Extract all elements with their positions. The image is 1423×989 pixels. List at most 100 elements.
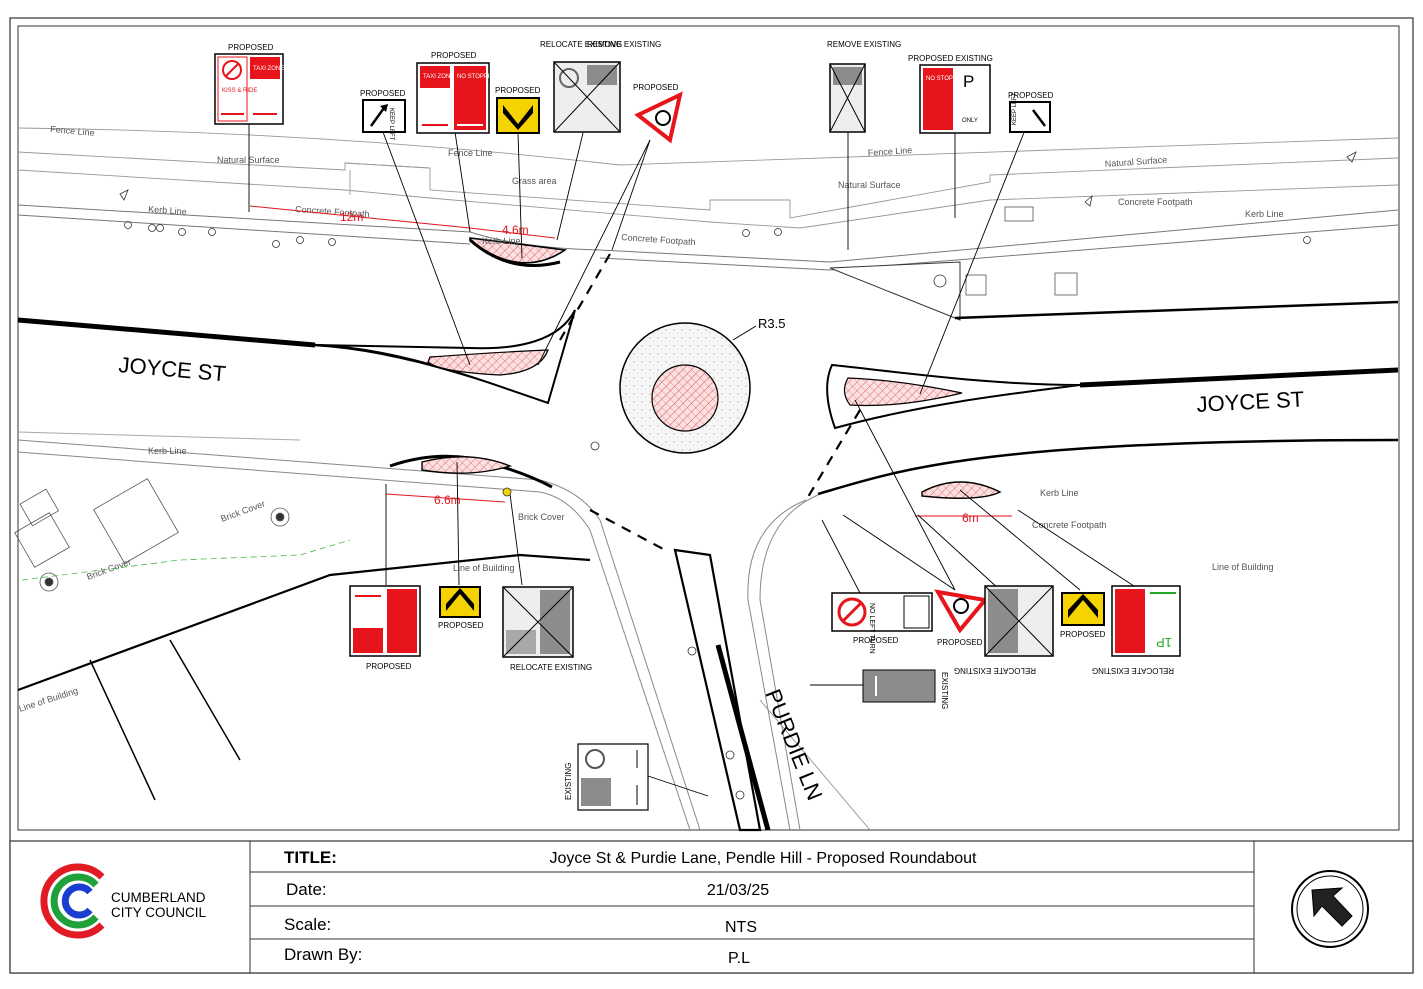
svg-text:EXISTING: EXISTING <box>564 763 573 800</box>
svg-text:PROPOSED: PROPOSED <box>853 636 899 645</box>
dimension-6-6m: 6.6m <box>385 493 506 507</box>
drawn-by-value: P.L <box>728 950 750 967</box>
fence-line-label-1: Fence Line <box>50 124 95 138</box>
sign-kiss-ride-taxi: PROPOSED KISS & RIDE TAXI ZONE <box>214 43 284 125</box>
kerb-line-label-5: Kerb Line <box>1040 488 1079 498</box>
svg-text:KEEP LEFT: KEEP LEFT <box>388 108 394 141</box>
council-name-line2: CITY COUNCIL <box>111 905 207 920</box>
svg-text:PROPOSED: PROPOSED <box>937 638 983 647</box>
svg-text:RELOCATE EXISTING: RELOCATE EXISTING <box>1092 666 1174 675</box>
hatched-island-south-east <box>921 481 1002 499</box>
north-arrow-icon <box>1291 870 1369 948</box>
sign-one-p-relocate: 1P RELOCATE EXISTING <box>1092 585 1181 675</box>
date-value: 21/03/25 <box>707 882 769 899</box>
svg-text:PROPOSED: PROPOSED <box>438 621 484 630</box>
sign-no-left-turn: NO LEFT TURN PROPOSED <box>831 592 933 654</box>
natural-surface-label-1: Natural Surface <box>217 155 280 165</box>
fence-line-label-2: Fence Line <box>448 148 493 158</box>
sign-leader-lines <box>248 124 1141 797</box>
footpath-triangle <box>829 206 1078 321</box>
sign-chevron-south: PROPOSED <box>438 586 484 630</box>
kerb-line-label-1: Kerb Line <box>148 204 187 217</box>
title-label: TITLE: <box>284 848 337 867</box>
building-area-south-west <box>14 478 351 801</box>
hatched-island-south-west <box>421 456 513 474</box>
date-label: Date: <box>286 880 327 899</box>
svg-text:PROPOSED: PROPOSED <box>228 43 274 52</box>
svg-text:KISS & RIDE: KISS & RIDE <box>222 88 257 94</box>
council-logo <box>40 863 105 939</box>
sign-relocate-south: RELOCATE EXISTING <box>502 586 592 672</box>
svg-text:TAXI ZONE: TAXI ZONE <box>423 74 454 80</box>
map-markers <box>119 151 1357 800</box>
natural-surface-label-3: Natural Surface <box>1104 155 1167 169</box>
joyce-st-east-kerb <box>817 300 1399 496</box>
sign-keep-left-nw: PROPOSED KEEP LEFT <box>360 89 406 141</box>
line-of-building-label-1: Line of Building <box>453 563 515 573</box>
sign-keep-left-ne: PROPOSED KEEP LEFT <box>1008 91 1054 133</box>
svg-text:PROPOSED EXISTING: PROPOSED EXISTING <box>908 54 993 63</box>
svg-text:NO LEFT TURN: NO LEFT TURN <box>868 603 875 654</box>
svg-text:6.6m: 6.6m <box>434 493 461 507</box>
svg-text:PROPOSED: PROPOSED <box>495 86 541 95</box>
svg-text:NO STOPPING: NO STOPPING <box>926 76 968 82</box>
sign-chevron-south-east: PROPOSED <box>1060 592 1106 639</box>
svg-text:KEEP LEFT: KEEP LEFT <box>1012 92 1018 125</box>
sign-relocate-remove-north: RELOCATE EXISTING REMOVE EXISTING <box>540 40 661 133</box>
svg-text:RELOCATE EXISTING: RELOCATE EXISTING <box>954 666 1036 675</box>
svg-text:REMOVE EXISTING: REMOVE EXISTING <box>827 40 901 49</box>
svg-text:RELOCATE EXISTING: RELOCATE EXISTING <box>510 663 592 672</box>
fence-line-north <box>17 127 1399 229</box>
concrete-footpath-label-3: Concrete Footpath <box>1118 197 1193 207</box>
dimension-6m: 6m <box>915 511 1012 525</box>
kerb-line-label-3: Kerb Line <box>1245 209 1284 219</box>
line-of-building-label-2: Line of Building <box>1212 562 1274 572</box>
sign-existing-east: EXISTING <box>862 669 949 709</box>
sign-chevron-north: PROPOSED <box>495 86 541 134</box>
svg-text:PROPOSED: PROPOSED <box>1060 630 1106 639</box>
svg-text:PROPOSED: PROPOSED <box>431 51 477 60</box>
svg-text:12m: 12m <box>340 210 363 224</box>
hatched-island-west <box>427 349 549 376</box>
scale-value: NTS <box>725 919 757 936</box>
sign-roundabout-south: PROPOSED <box>934 589 989 647</box>
sign-relocate-south-east: RELOCATE EXISTING <box>954 585 1054 675</box>
svg-text:ONLY: ONLY <box>962 118 978 124</box>
scale-label: Scale: <box>284 915 331 934</box>
give-way-line-south <box>589 509 666 551</box>
sign-bus-zone-no-stopping: PROPOSED <box>349 585 421 671</box>
fence-line-label-3: Fence Line <box>867 145 912 158</box>
kerb-line-label-2: Kerb Line <box>482 236 521 246</box>
svg-text:TAXI ZONE: TAXI ZONE <box>253 66 284 72</box>
sign-roundabout-north: PROPOSED <box>633 83 683 144</box>
svg-text:PROPOSED: PROPOSED <box>360 89 406 98</box>
svg-text:6m: 6m <box>962 511 979 525</box>
svg-text:NO STOPPING: NO STOPPING <box>457 74 499 80</box>
hatched-island-east <box>843 377 963 407</box>
sign-no-stopping-parking: PROPOSED EXISTING NO STOPPING P ONLY <box>908 54 993 134</box>
council-name-line1: CUMBERLAND <box>111 890 206 905</box>
brick-cover-label-3: Brick Cover <box>518 512 565 522</box>
drawn-by-label: Drawn By: <box>284 945 362 964</box>
purdie-ln-kerb <box>673 494 871 832</box>
svg-text:RELOCATE EXISTING: RELOCATE EXISTING <box>540 40 622 49</box>
svg-text:1P: 1P <box>1156 635 1172 650</box>
dimension-12m: 12m <box>249 205 471 229</box>
grass-area-label: Grass area <box>512 176 557 186</box>
title-value: Joyce St & Purdie Lane, Pendle Hill - Pr… <box>550 850 977 867</box>
title-block <box>9 840 1414 974</box>
svg-text:4.6m: 4.6m <box>502 223 529 237</box>
central-roundabout-island <box>619 322 751 454</box>
street-name-joyce-east: JOYCE ST <box>1196 386 1305 417</box>
sign-existing-loading: EXISTING <box>564 743 649 811</box>
concrete-footpath-label-4: Concrete Footpath <box>1032 520 1107 530</box>
svg-text:PROPOSED: PROPOSED <box>633 83 679 92</box>
svg-text:REMOVE EXISTING: REMOVE EXISTING <box>587 40 661 49</box>
svg-text:PROPOSED: PROPOSED <box>366 662 412 671</box>
sign-taxi-no-stopping: PROPOSED TAXI ZONE NO STOPPING <box>416 51 499 134</box>
south-west-kerb <box>17 439 701 831</box>
radius-label: R3.5 <box>758 316 785 331</box>
sign-remove-taxi-north: REMOVE EXISTING <box>827 40 901 133</box>
kerb-line-label-4: Kerb Line <box>148 446 187 456</box>
